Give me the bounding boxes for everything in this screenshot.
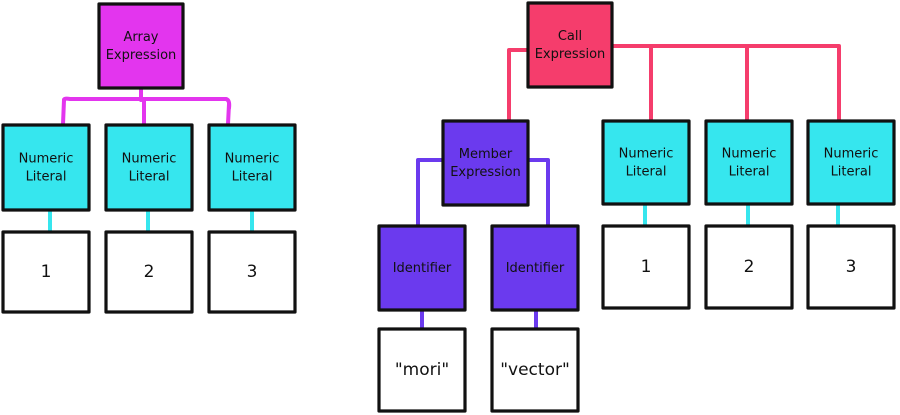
identifier-2-node-label: Identifier	[506, 261, 565, 276]
array-literal-2-value-box	[104, 230, 194, 314]
array-literal-2-value: 2	[104, 230, 194, 314]
call-literal-1-value-box	[601, 224, 691, 310]
call-expression-node-box	[526, 1, 614, 89]
identifier-1-value-label: "mori"	[395, 360, 449, 380]
call-bus-right	[610, 44, 841, 124]
array-drop-3	[226, 102, 231, 126]
identifier-1-value: "mori"	[377, 327, 467, 413]
array-literal-2-value-label: 2	[144, 262, 155, 282]
array-expression-node-box	[97, 2, 185, 90]
identifier-1-node-label: Identifier	[393, 261, 452, 276]
array-literal-1-value-label: 1	[41, 262, 52, 282]
array-drop-1	[61, 98, 66, 126]
identifier-2-value: "vector"	[490, 327, 580, 413]
call-literal-1-node-box	[601, 119, 691, 206]
identifier-2-value-box	[490, 327, 580, 413]
member-expression-node-box	[441, 119, 530, 207]
call-literal-3-value-label: 3	[846, 257, 857, 277]
call-literal-2-value-label: 2	[744, 257, 755, 277]
member-right-branch	[525, 158, 550, 228]
call-literal-3-value-box	[806, 224, 896, 310]
identifier-1-node-box	[377, 224, 467, 312]
array-literal-3-node-box	[207, 123, 297, 212]
call-literal-3-node-box	[806, 119, 896, 206]
call-literal-1-value: 1	[601, 224, 691, 310]
array-literal-2-node-box	[104, 123, 194, 212]
array-literal-3-value-box	[207, 230, 297, 314]
array-literal-3-value-label: 3	[247, 262, 258, 282]
identifier-2-node-box	[490, 224, 580, 312]
identifier-1-value-box	[377, 327, 467, 413]
call-bus-left	[507, 48, 531, 124]
array-literal-3-value: 3	[207, 230, 297, 314]
identifier-1-node: Identifier	[377, 224, 467, 312]
array-literal-1-node-box	[1, 123, 91, 212]
call-literal-1-value-label: 1	[641, 257, 652, 277]
array-bus	[62, 96, 232, 110]
call-literal-2-value: 2	[704, 224, 794, 310]
call-literal-3-value: 3	[806, 224, 896, 310]
identifier-2-value-label: "vector"	[500, 360, 570, 380]
array-literal-1-value: 1	[1, 230, 91, 314]
array-literal-1-value-box	[1, 230, 91, 314]
call-literal-2-value-box	[704, 224, 794, 310]
call-literal-2-node-box	[704, 119, 794, 206]
member-left-branch	[416, 158, 446, 228]
diagram-edges	[48, 44, 841, 330]
identifier-2-node: Identifier	[490, 224, 580, 312]
